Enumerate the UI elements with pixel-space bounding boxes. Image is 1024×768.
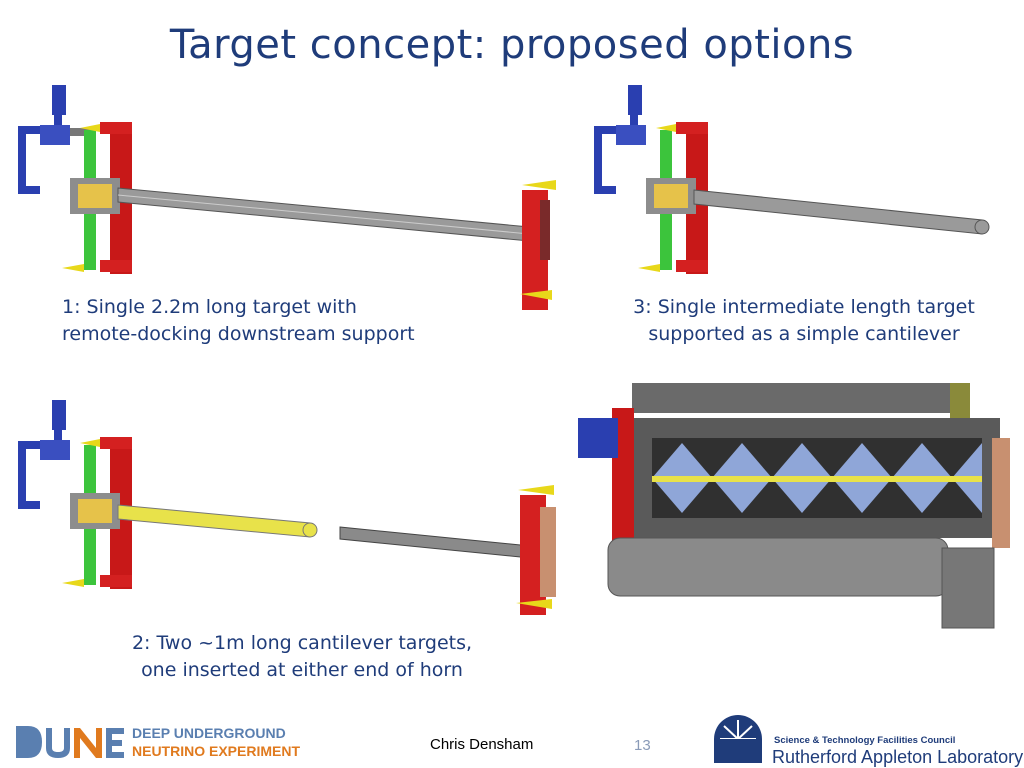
option-2-line-2: one inserted at either end of horn [141,659,463,681]
dune-line-1: DEEP UNDERGROUND [132,725,286,741]
slide-title: Target concept: proposed options [169,22,855,68]
option-1-diagram [18,85,556,310]
stfc-label: Science & Technology Facilities Council [774,735,956,746]
option-3-line-1: 3: Single intermediate length target [633,296,975,318]
option-2-caption: 2: Two ~1m long cantilever targets, one … [112,630,492,684]
horn-assembly-render [578,383,1010,629]
option-1-line-1: 1: Single 2.2m long target with [62,296,357,318]
option-1-caption: 1: Single 2.2m long target with remote-d… [62,294,415,348]
option-1-line-2: remote-docking downstream support [62,323,415,345]
option-2-diagram [18,400,556,615]
stfc-logo-icon [714,715,762,763]
option-3-line-2: supported as a simple cantilever [648,323,960,345]
option-3-caption: 3: Single intermediate length target sup… [606,294,1002,348]
option-2-line-1: 2: Two ~1m long cantilever targets, [131,632,473,654]
option-3-diagram [594,85,990,274]
footer-author: Chris Densham [430,736,534,753]
ral-label: Rutherford Appleton Laboratory [772,747,1024,767]
dune-logo [16,726,124,758]
page-number: 13 [634,737,651,754]
dune-line-2: NEUTRINO EXPERIMENT [132,743,301,759]
dune-wordmark: DEEP UNDERGROUND NEUTRINO EXPERIMENT [132,724,300,760]
